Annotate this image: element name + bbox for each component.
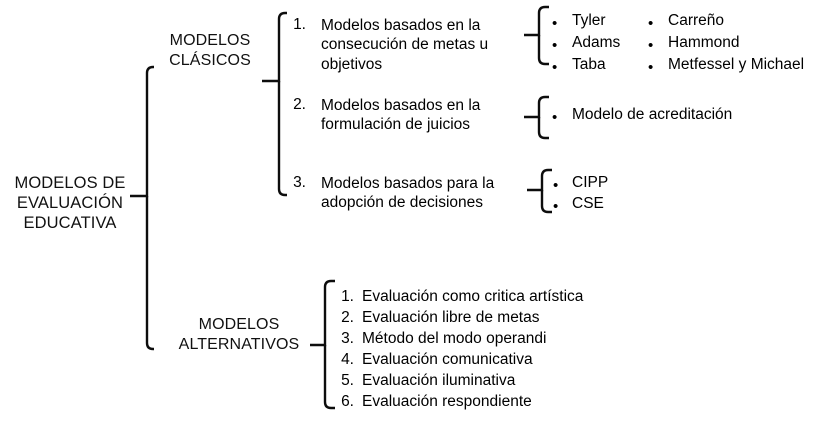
list-text-alternativos-2: Evaluación libre de metas [362,309,540,326]
list-text-alternativos-6: Evaluación respondiente [362,393,532,410]
bullet-icon: • [648,15,654,32]
list-number-alternativos-3: 3. [341,330,354,347]
bullet-icon: • [552,37,558,54]
item-text-clasicos-1: Modelos basados en la consecución de met… [321,17,489,73]
leaf-clasicos-3-a-2: CSE [572,195,604,212]
item-text-clasicos-2: Modelos basados en la formulación de jui… [321,97,481,134]
root-node-label: MODELOS DE EVALUACIÓN EDUCATIVA [14,174,126,233]
list-text-alternativos-3: Método del modo operandi [362,330,547,347]
root-brace [130,65,154,351]
item-text-clasicos-3: Modelos basados para la adopción de deci… [321,175,495,212]
leaf-bracket-clasicos-3 [527,168,552,214]
branch-label-alternativos: MODELOS ALTERNATIVOS [178,316,300,353]
clasicos-brace [262,11,287,197]
leaf-bracket-clasicos-1 [524,5,549,66]
branch-label-clasicos: MODELOS CLÁSICOS [169,32,251,69]
list-number-alternativos-5: 5. [341,372,354,389]
leaf-clasicos-1-a-3: Taba [572,56,606,73]
item-number-clasicos-1: 1. [293,16,306,33]
bullet-icon: • [552,109,558,126]
list-number-alternativos-1: 1. [341,288,354,305]
leaf-clasicos-1-a-1: Tyler [572,12,606,29]
bullet-icon: • [552,59,558,76]
list-text-alternativos-4: Evaluación comunicativa [362,351,533,368]
leaf-clasicos-1-b-1: Carreño [668,12,724,29]
bullet-icon: • [552,15,558,32]
leaf-bracket-clasicos-2 [524,95,549,140]
list-text-alternativos-5: Evaluación iluminativa [362,372,516,389]
bullet-icon: • [553,198,559,215]
leaf-clasicos-3-a-1: CIPP [572,174,609,191]
leaf-clasicos-1-b-2: Hammond [668,34,740,51]
list-text-alternativos-1: Evaluación como critica artística [362,288,584,305]
list-number-alternativos-2: 2. [341,309,354,326]
item-number-clasicos-2: 2. [293,96,306,113]
leaf-clasicos-2-a-1: Modelo de acreditación [572,106,733,123]
leaf-clasicos-1-a-2: Adams [572,34,621,51]
bullet-icon: • [648,59,654,76]
bullet-icon: • [553,177,559,194]
leaf-clasicos-1-b-3: Metfessel y Michael [668,56,805,73]
bullet-icon: • [648,37,654,54]
alternativos-bracket [310,279,335,410]
list-number-alternativos-4: 4. [341,351,354,368]
list-number-alternativos-6: 6. [341,393,354,410]
item-number-clasicos-3: 3. [293,174,306,191]
